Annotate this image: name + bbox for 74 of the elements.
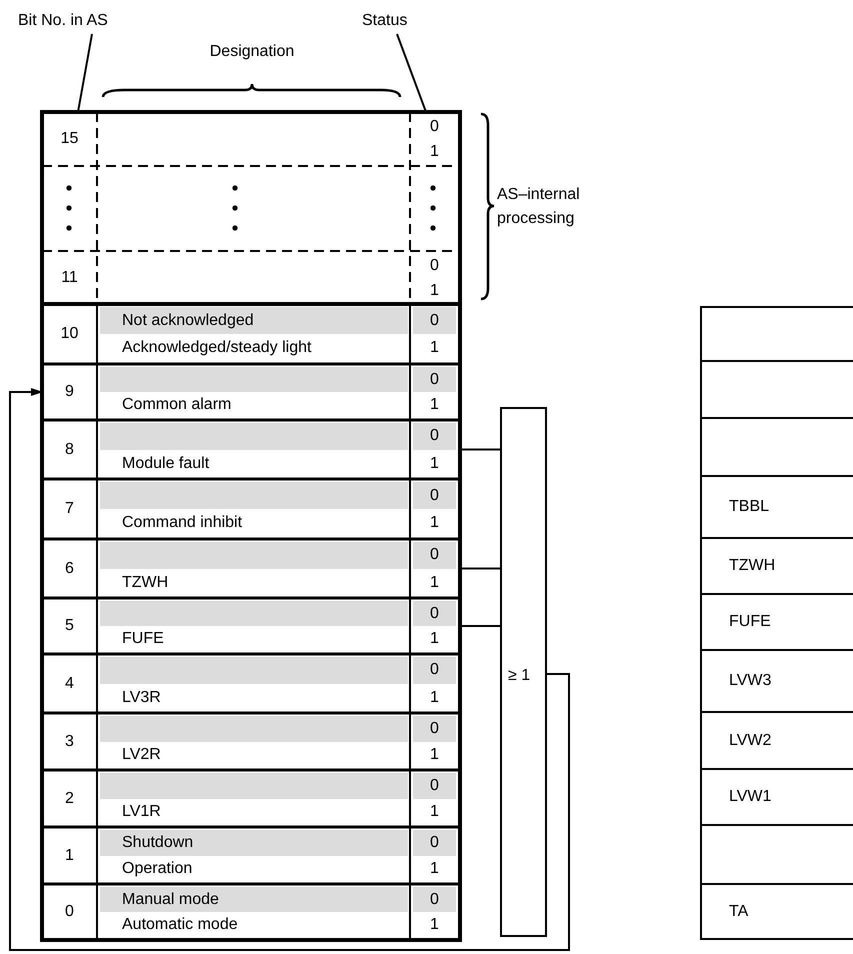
signal-name: TBBL [729,497,770,517]
status-value: 0 [413,367,456,392]
designation-text: FUFE [121,629,165,649]
bit-number: 6 [65,560,74,578]
status-value: 0 [413,423,456,450]
status-value: 0 [413,307,456,334]
designation-text: Manual mode [100,887,408,912]
bit-number: 7 [65,500,74,518]
designation-text: Common alarm [121,395,232,415]
status-value: 0 [429,256,440,276]
column-heading: Designation [208,42,296,62]
designation-text: TZWH [121,572,170,592]
bit-number: 3 [65,732,74,750]
status-value: 1 [429,513,440,533]
signal-name: FUFE [729,612,771,632]
column-heading: Status [362,8,426,34]
designation-text: LV3R [121,688,162,708]
status-value: 0 [413,830,456,856]
status-value: 1 [429,744,440,764]
bit-number: 9 [65,383,74,401]
designation-text: Shutdown [100,830,408,856]
status-value: 1 [429,915,440,935]
status-value: 0 [413,716,456,742]
status-value: 0 [413,542,456,568]
status-value: 0 [413,887,456,912]
column-heading: Bit No. in AS [18,8,143,34]
designation-text: Command inhibit [121,513,244,533]
status-value: 1 [429,629,440,649]
status-value: 1 [429,572,440,592]
bracket-note: AS–internal processing [497,185,581,229]
bit-number: 11 [61,269,78,287]
signal-name: LVW3 [729,671,772,691]
designation-text: Automatic mode [121,915,239,935]
bit-number: 10 [60,325,78,343]
status-value: 0 [413,773,456,798]
bit-number: 5 [65,617,74,635]
bit-number: 1 [65,846,74,864]
status-value: 1 [429,338,440,358]
status-value: 0 [413,657,456,684]
designation-text: Operation [121,858,194,878]
designation-text: Module fault [121,454,210,474]
bit-number: 2 [65,790,74,808]
signal-name: LVW1 [729,787,772,807]
designation-text: Not acknowledged [100,307,408,334]
signal-name: TZWH [729,556,776,576]
connector-line [460,625,500,627]
status-value: 0 [413,601,456,626]
status-value: 0 [429,117,440,137]
status-value: 0 [413,482,456,509]
designation-text: Acknowledged/steady light [121,338,312,358]
connector-line [460,568,500,570]
logic-gate [500,407,547,937]
status-value: 1 [429,688,440,708]
connector-line [460,448,500,450]
status-value: 1 [429,142,440,162]
signal-name: TA [729,902,748,922]
bit-number: 0 [65,903,74,921]
leader-line [396,34,427,112]
designation-text: LV1R [121,802,162,822]
status-value: 1 [429,395,440,415]
bit-number: 8 [65,440,74,458]
table-cell [700,306,853,362]
signal-name: LVW2 [729,730,772,750]
designation-text: LV2R [121,744,162,764]
leader-line [77,34,93,112]
bit-number: 4 [65,674,74,692]
status-value: 1 [429,858,440,878]
status-value: 1 [429,454,440,474]
status-value: 1 [429,802,440,822]
feedback-arrow [9,388,570,951]
gate-symbol: ≥ 1 [508,667,530,685]
status-value: 1 [429,281,440,301]
table-cell [700,883,853,940]
bit-number: 15 [60,130,78,148]
